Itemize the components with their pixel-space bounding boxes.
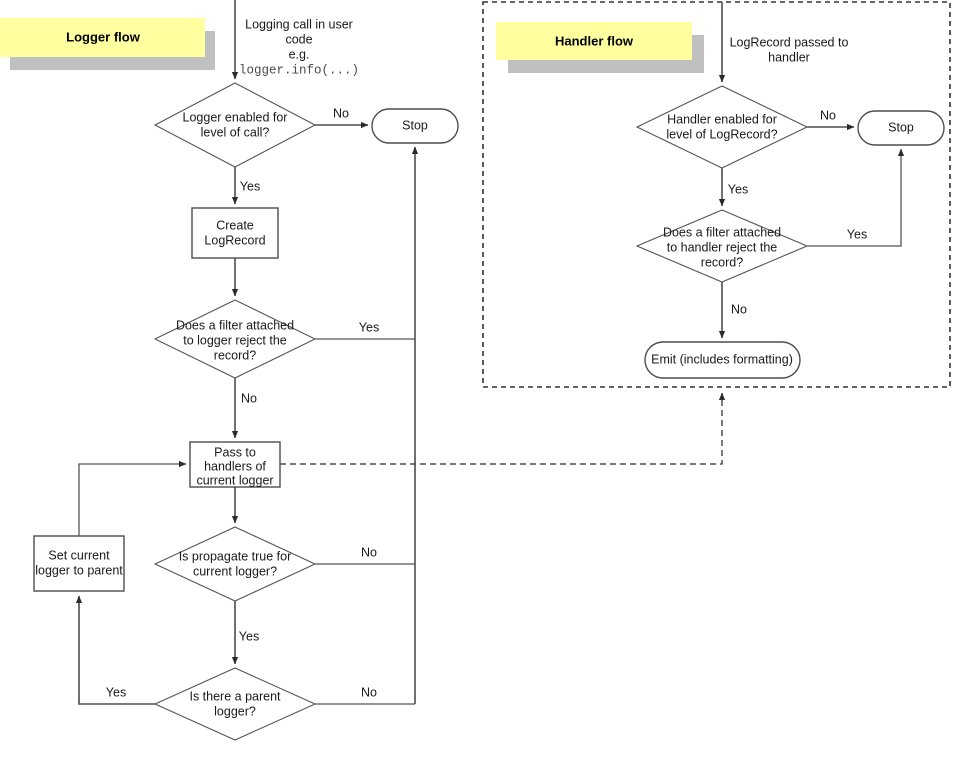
logger-flow-banner: Logger flow [0,18,215,70]
logger-stop-shape [371,108,459,144]
handler-stop-label: Stop [888,120,914,134]
propagate-decision-line1: Is propagate true for [179,549,292,563]
handler-banner-label: Handler flow [555,33,634,48]
handler-entry-caption-line1: LogRecord passed to [730,35,849,49]
logger-entry-caption-code: logger.info(...) [239,63,359,77]
logger-enabled-decision-line2: level of call? [201,125,270,139]
handler-enabled-no-label: No [820,108,836,122]
propagate-no-label: No [361,545,377,559]
handler-filter-decision-line1: Does a filter attached [663,225,781,239]
set-current-logger-parent-line1: Set current [48,548,110,562]
pass-to-handlers-line2: handlers of [204,459,266,473]
logger-entry-caption-line2: code [285,32,312,46]
handler-filter-yes-connector [807,148,905,247]
logger-filter-decision-line1: Does a filter attached [176,318,294,332]
logger-filter-decision-line2: to logger reject the [183,333,287,347]
parent-logger-yes-connector [75,595,155,705]
handler-filter-decision-line3: record? [701,255,743,269]
logger-banner-fill [0,18,205,57]
emit-shape [644,341,801,379]
handler-filter-yes-label: Yes [847,227,867,241]
emit-label: Emit (includes formatting) [651,352,793,366]
logger-stop-label: Stop [402,118,428,132]
create-logrecord-line2: LogRecord [204,233,265,247]
logger-filter-decision-line3: record? [214,348,256,362]
handler-enabled-decision-line2: level of LogRecord? [666,127,777,141]
propagate-yes-label: Yes [239,629,259,643]
parent-logger-decision-shape [153,667,317,741]
parent-logger-decision-line1: Is there a parent [189,689,281,703]
handler-enabled-decision-line1: Handler enabled for [667,112,777,126]
parent-logger-no-label: No [361,685,377,699]
set-parent-loopback-connector [78,460,187,536]
handler-enabled-yes-label: Yes [728,182,748,196]
propagate-decision-line2: current logger? [193,564,277,578]
handler-entry-caption-line2: handler [768,50,810,64]
create-logrecord-line1: Create [216,218,254,232]
pass-to-handlers-box[interactable]: Pass to handlers of current logger [189,441,281,488]
create-logrecord-shape [191,207,279,259]
logger-enabled-decision[interactable]: Logger enabled for level of call? [153,82,317,168]
parent-logger-decision[interactable]: Is there a parent logger? [153,667,317,741]
handler-banner-fill [496,22,692,60]
logger-banner-label: Logger flow [66,29,141,44]
handler-filter-decision[interactable]: Does a filter attached to handler reject… [635,209,809,283]
create-logrecord-box[interactable]: Create LogRecord [191,207,279,259]
logger-entry-caption-line1: Logging call in user [245,17,353,31]
logger-filter-yes-label: Yes [359,320,379,334]
logger-enabled-decision-line1: Logger enabled for [183,110,288,124]
pass-to-handlers-line1: Pass to [214,445,256,459]
handler-filter-decision-line2: to handler reject the [667,240,778,254]
logger-enabled-no-label: No [333,106,349,120]
pass-to-handler-flow-dashed-connector [280,392,726,465]
logger-stop-terminator[interactable]: Stop [371,108,459,144]
logger-filter-decision[interactable]: Does a filter attached to logger reject … [153,299,317,379]
logger-entry-caption-line3: e.g. [289,47,310,61]
logger-enabled-yes-label: Yes [240,179,260,193]
handler-stop-shape [857,110,945,146]
emit-terminator[interactable]: Emit (includes formatting) [644,341,801,379]
handler-flow-banner: Handler flow [496,22,704,73]
propagate-decision[interactable]: Is propagate true for current logger? [153,526,317,602]
handler-filter-no-label: No [731,302,747,316]
pass-to-handlers-shape [189,441,281,488]
handler-flow-group-border [482,1,951,388]
parent-logger-yes-label: Yes [106,685,126,699]
logger-filter-no-label: No [241,391,257,405]
set-current-logger-parent-box[interactable]: Set current logger to parent [33,535,125,592]
handler-stop-terminator[interactable]: Stop [857,110,945,146]
parent-logger-decision-line2: logger? [214,704,256,718]
set-current-logger-parent-line2: logger to parent [35,563,123,577]
handler-enabled-decision[interactable]: Handler enabled for level of LogRecord? [635,85,809,169]
pass-to-handlers-line3: current logger [196,473,273,487]
